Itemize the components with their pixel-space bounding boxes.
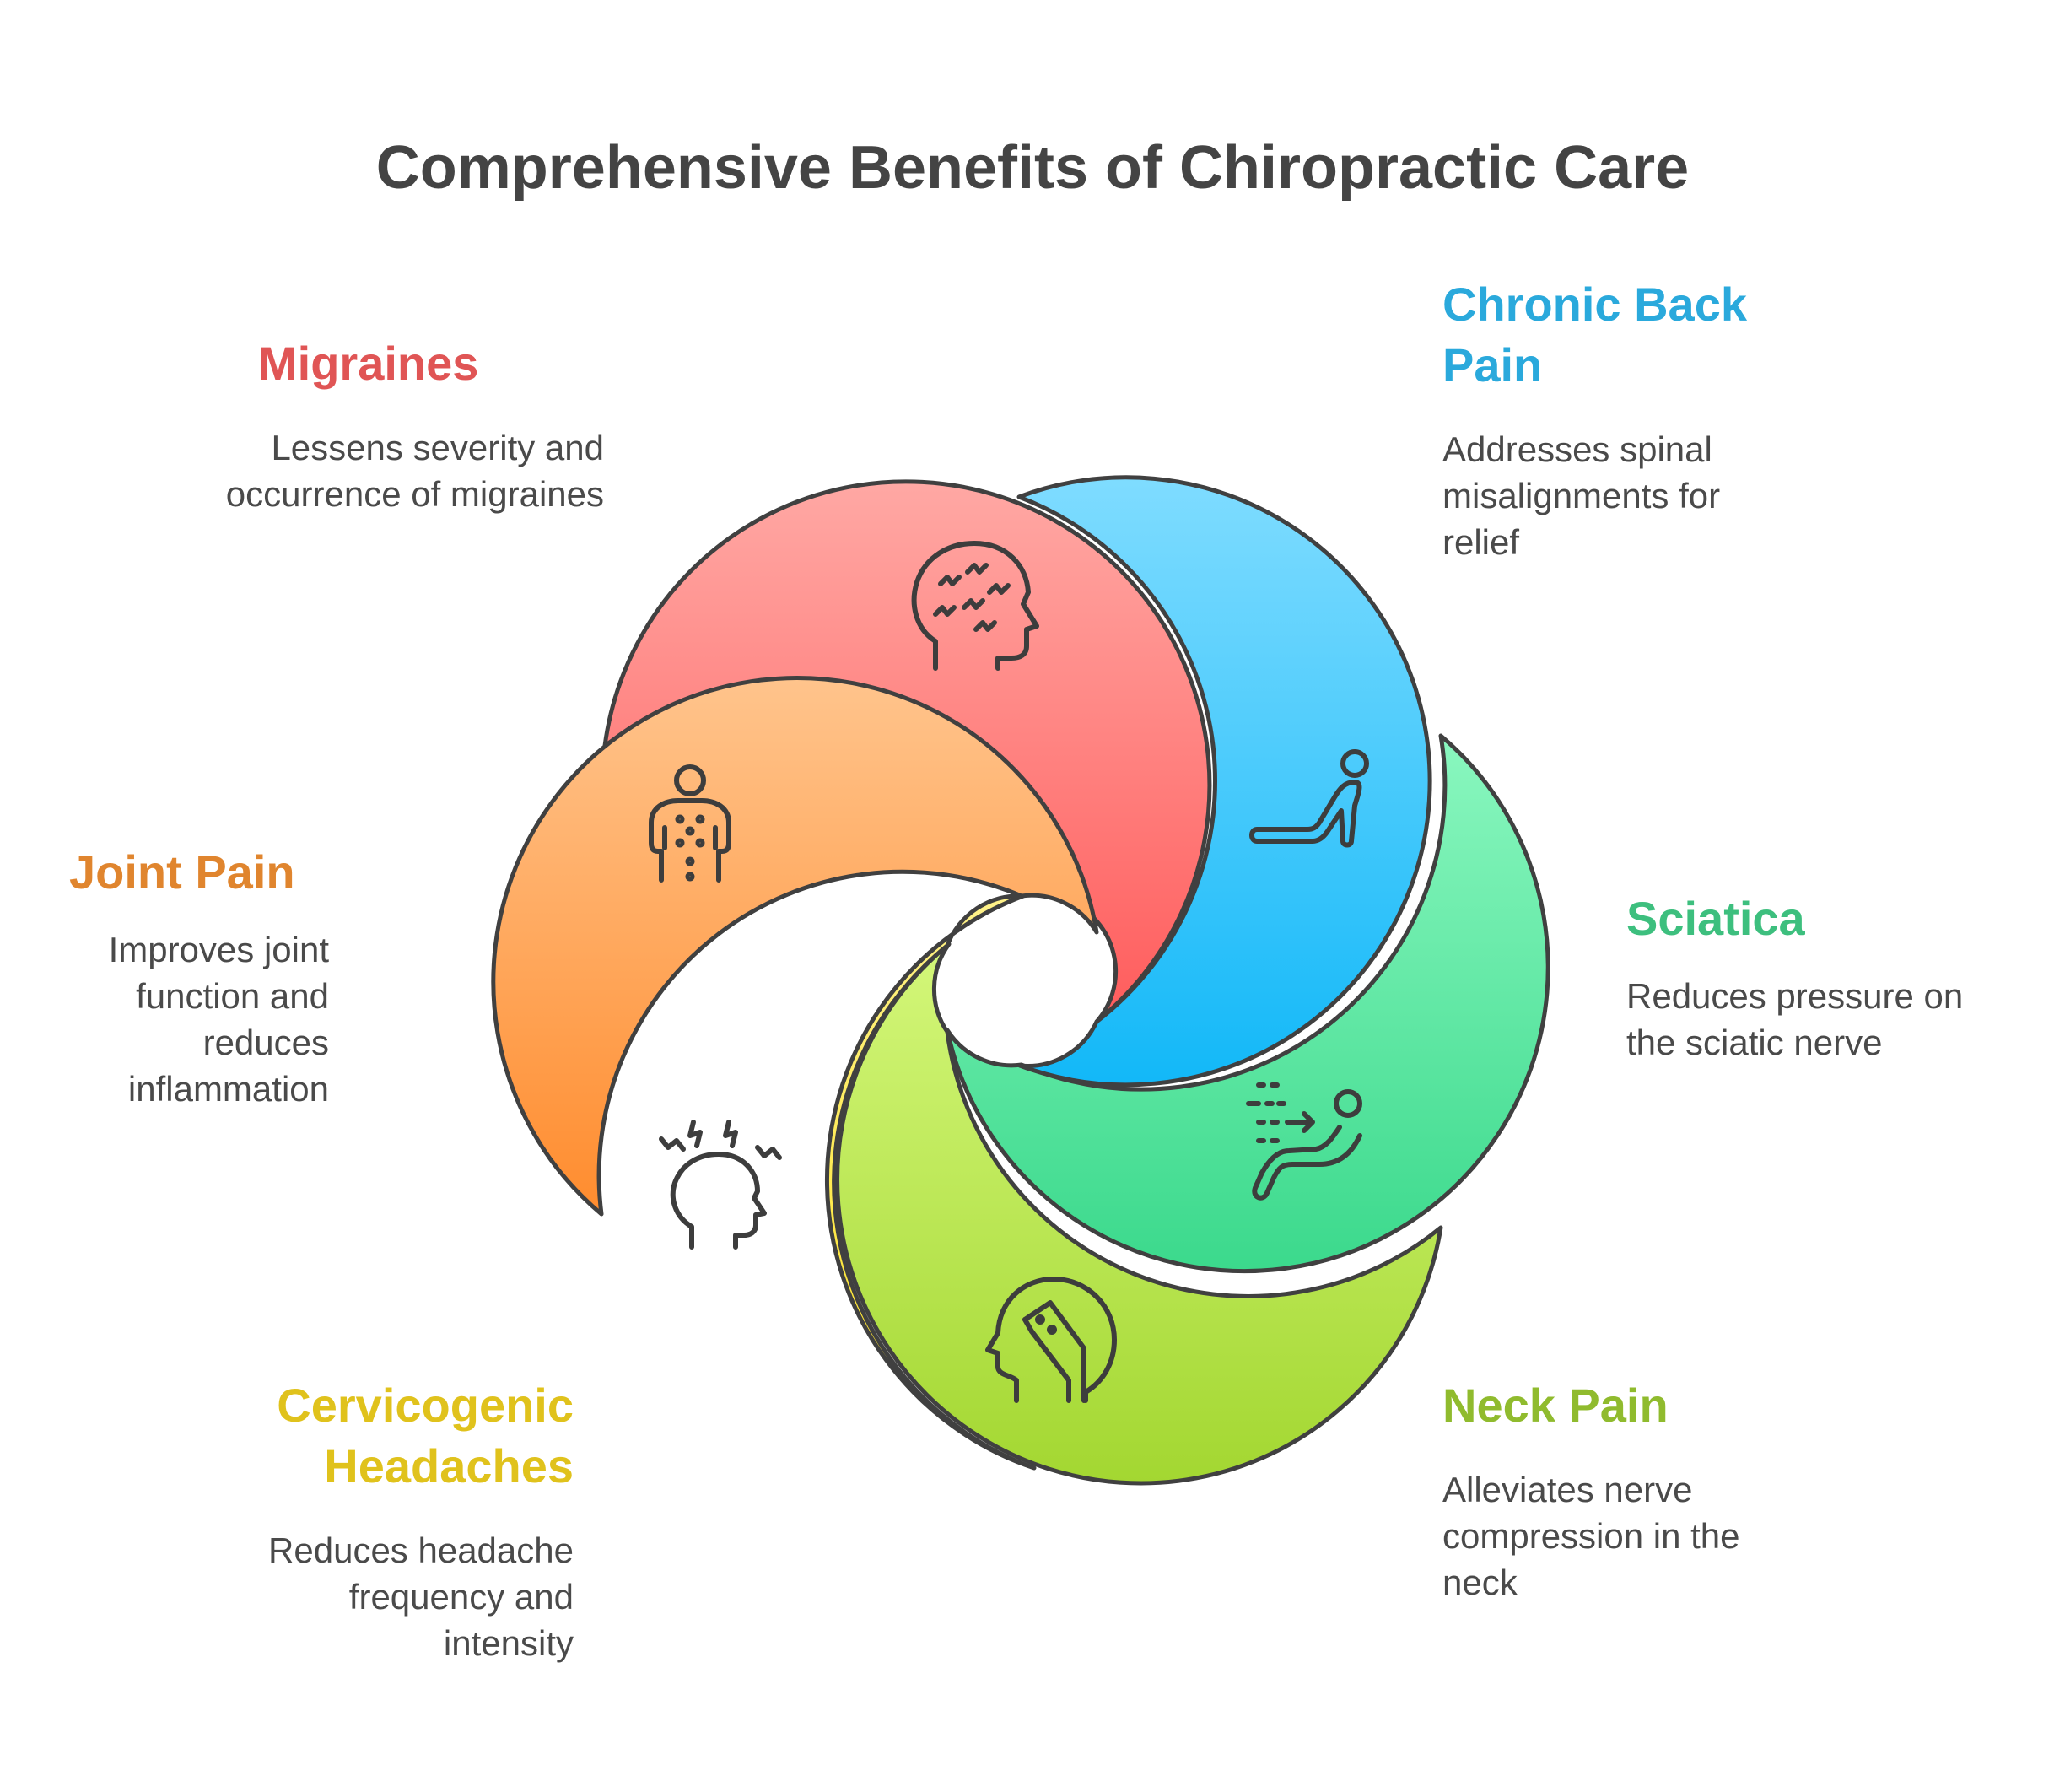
headache-brain-icon <box>911 541 1039 671</box>
label-chronic-back-pain: Chronic Back Pain Addresses spinal misal… <box>1442 274 1797 565</box>
joint-pain-heading: Joint Pain <box>69 845 295 899</box>
neck-pain-heading: Neck Pain <box>1442 1379 1669 1432</box>
reclined-person-icon <box>1246 1082 1362 1201</box>
migraines-description: Lessens severity and occurrence of migra… <box>225 428 604 514</box>
label-migraines: Migraines Lessens severity and occurrenc… <box>202 333 604 517</box>
segment-chronic-back-pain <box>1016 475 1432 1088</box>
sciatica-description: Reduces pressure on the sciatic nerve <box>1626 976 1964 1062</box>
chronic-back-pain-description: Addresses spinal misalignments for relie… <box>1442 429 1721 562</box>
body-joints-icon <box>649 764 731 883</box>
neck-nerve-icon <box>985 1277 1117 1403</box>
back-stretch-icon <box>1249 749 1369 848</box>
label-neck-pain: Neck Pain Alleviates nerve compression i… <box>1442 1375 1797 1606</box>
page-title: Comprehensive Benefits of Chiropractic C… <box>375 134 1690 202</box>
migraines-heading: Migraines <box>258 337 479 390</box>
label-cervicogenic-headaches: Cervicogenic Headaches Reduces headache … <box>236 1375 574 1666</box>
cervicogenic-headaches-description: Reduces headache frequency and intensity <box>268 1530 574 1663</box>
sciatica-heading: Sciatica <box>1626 892 1805 945</box>
cervicogenic-headaches-heading: Cervicogenic Headaches <box>277 1379 574 1492</box>
label-joint-pain: Joint Pain Improves joint function and r… <box>51 842 329 1112</box>
segment-sciatica <box>945 733 1550 1274</box>
label-sciatica: Sciatica Reduces pressure on the sciatic… <box>1626 888 1989 1066</box>
joint-pain-description: Improves joint function and reduces infl… <box>108 930 329 1109</box>
segment-joint-pain <box>491 676 1099 1217</box>
chronic-back-pain-heading: Chronic Back Pain <box>1442 278 1747 391</box>
neck-pain-description: Alleviates nerve compression in the neck <box>1442 1470 1740 1602</box>
head-pain-icon <box>659 1120 782 1250</box>
